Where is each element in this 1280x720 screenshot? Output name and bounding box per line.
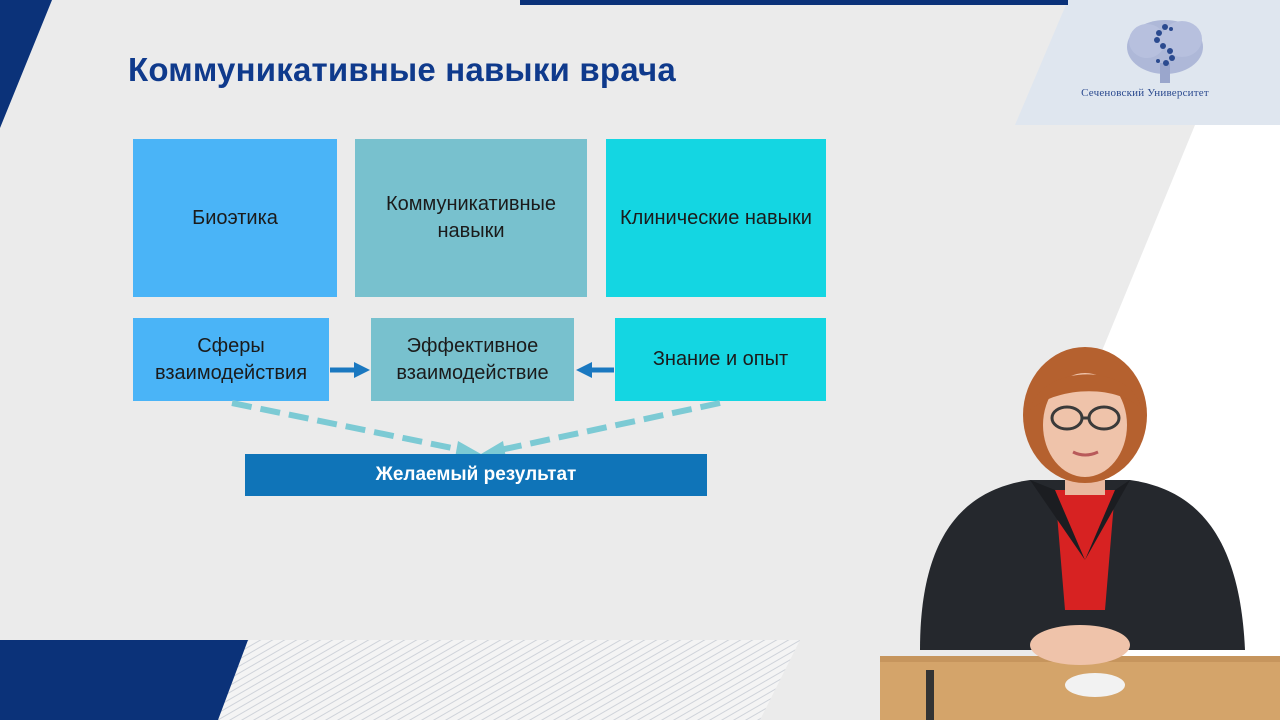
corner-accent-top-left — [0, 0, 52, 128]
corner-accent-bottom-left — [0, 640, 248, 720]
box-communication-skills: Коммуникативные навыки — [355, 139, 587, 297]
top-accent-bar — [520, 0, 1068, 5]
box-knowledge-experience-label: Знание и опыт — [652, 348, 789, 370]
box-clinical-skills-label: Клинические навыки — [620, 206, 812, 229]
arrow-left-solid — [576, 362, 614, 378]
result-label: Желаемый результат — [375, 464, 577, 485]
box-interaction-spheres: Сферы взаимодействия — [133, 318, 329, 401]
box-clinical-skills: Клинические навыки — [606, 139, 826, 297]
arrow-dashed-left — [231, 400, 481, 458]
tree-logo-icon — [1127, 20, 1203, 83]
box-interaction-spheres-label: Сферы взаимодействия — [154, 334, 308, 384]
arrow-dashed-right — [481, 400, 721, 458]
box-knowledge-experience: Знание и опыт — [615, 318, 826, 401]
bottom-striped-band — [200, 640, 800, 720]
box-bioethics: Биоэтика — [133, 139, 337, 297]
box-communication-skills-label: Коммуникативные навыки — [385, 193, 557, 242]
box-bioethics-label: Биоэтика — [192, 206, 278, 229]
slide-title: Коммуникативные навыки врача — [128, 51, 676, 88]
box-effective-interaction-label: Эффективное взаимодействие — [396, 334, 549, 384]
arrow-right-solid — [330, 362, 370, 378]
logo-text: Сеченовский Университет — [1081, 87, 1209, 99]
presenter-video — [880, 347, 1280, 720]
box-effective-interaction: Эффективное взаимодействие — [371, 318, 574, 401]
result-box: Желаемый результат — [245, 454, 707, 496]
